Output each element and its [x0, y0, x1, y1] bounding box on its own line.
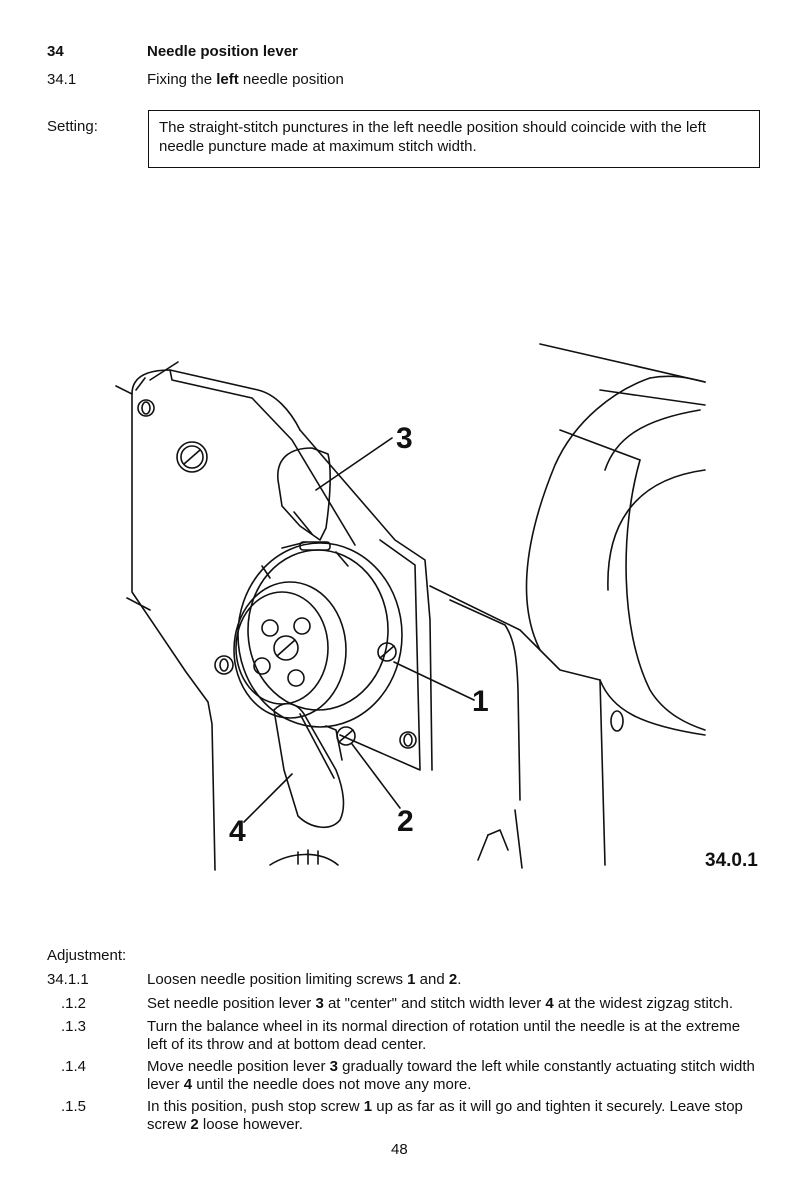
step-text: Set needle position lever 3 at "center" … [147, 995, 733, 1012]
section-number: 34 [47, 43, 64, 60]
subsection-number: 34.1 [47, 71, 77, 88]
callout-4: 4 [229, 815, 246, 848]
step-number: .1.3 [61, 1018, 87, 1035]
step-number: 34.1.1 [47, 971, 89, 988]
subsection-title-post: needle position [238, 71, 344, 88]
page-number: 48 [391, 1141, 408, 1158]
step-number: .1.4 [61, 1058, 87, 1075]
step-text: Move needle position lever 3 gradually t… [147, 1058, 755, 1093]
callout-1: 1 [472, 685, 489, 718]
setting-box: The straight-stitch punctures in the lef… [148, 110, 760, 168]
step-text: In this position, push stop screw 1 up a… [147, 1098, 743, 1133]
callout-3: 3 [396, 422, 413, 455]
setting-text: The straight-stitch punctures in the lef… [159, 119, 706, 155]
step-text: Turn the balance wheel in its normal dir… [147, 1018, 741, 1053]
subsection-title-bold: left [216, 71, 239, 88]
step-text: Loosen needle position limiting screws 1… [147, 971, 462, 988]
section-title: Needle position lever [147, 43, 298, 60]
step-number: .1.5 [61, 1098, 87, 1115]
step-number: .1.2 [61, 995, 87, 1012]
mechanism-illustration [115, 343, 706, 871]
subsection-title-pre: Fixing the [147, 71, 217, 88]
figure-number: 34.0.1 [705, 850, 758, 871]
adjustment-label: Adjustment: [47, 947, 127, 964]
subsection-title: Fixing the left needle position [147, 71, 344, 88]
setting-label: Setting: [47, 118, 98, 135]
callout-2: 2 [397, 805, 414, 838]
